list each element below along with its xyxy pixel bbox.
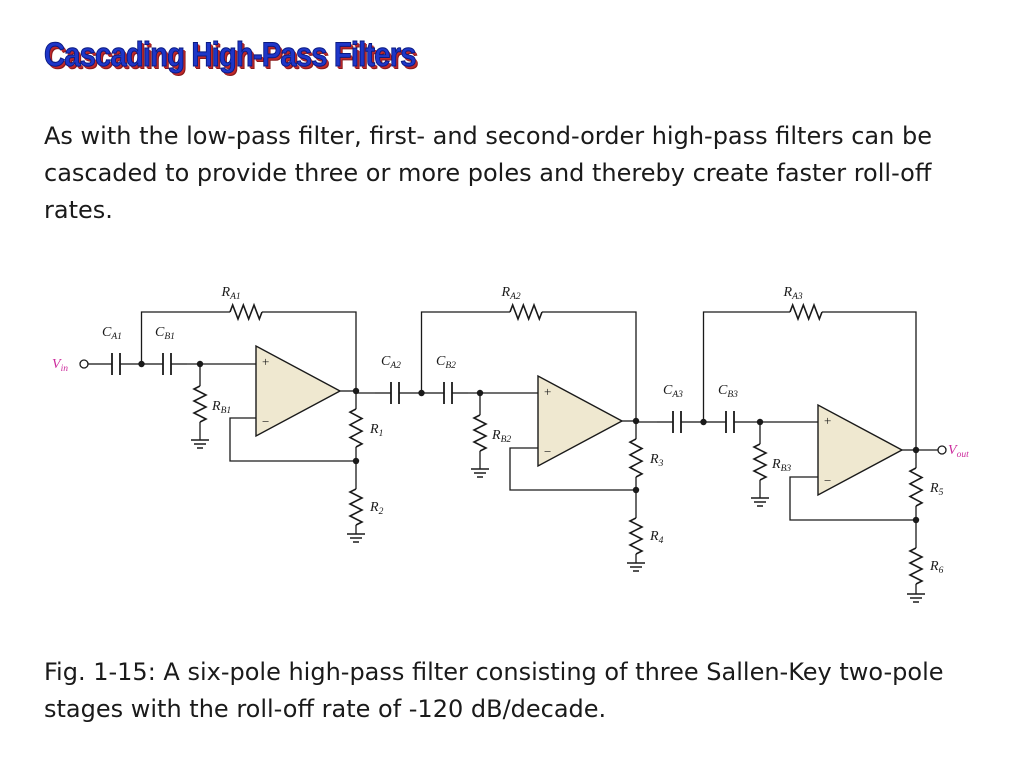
vin-label: Vin bbox=[52, 357, 68, 374]
junction-dot bbox=[632, 486, 640, 494]
wire bbox=[420, 311, 510, 393]
resistor-ra2 bbox=[509, 302, 543, 322]
op-amp-minus-sign: − bbox=[544, 444, 551, 459]
junction-dot bbox=[912, 446, 920, 454]
label-cb1: CB1 bbox=[155, 325, 175, 342]
resistor-rb1 bbox=[192, 385, 208, 423]
wire bbox=[822, 311, 917, 450]
circuit-wires bbox=[88, 311, 938, 594]
resistor-rb2 bbox=[472, 414, 488, 452]
op-amp-plus-sign: + bbox=[824, 413, 831, 428]
intro-paragraph: As with the low-pass filter, first- and … bbox=[44, 122, 932, 224]
junction-dot bbox=[138, 360, 145, 368]
wire bbox=[702, 311, 790, 422]
junction-dot bbox=[196, 360, 204, 368]
wire bbox=[542, 311, 637, 421]
resistor-r4 bbox=[628, 517, 644, 555]
label-ra3: RA3 bbox=[783, 285, 803, 302]
wire bbox=[229, 417, 356, 462]
wire bbox=[140, 311, 230, 364]
op-amp-2 bbox=[537, 374, 624, 468]
slide-title: Cascading High-Pass Filters bbox=[44, 36, 417, 75]
junction-dot bbox=[632, 417, 640, 425]
label-rb2: RB2 bbox=[491, 428, 511, 445]
resistor-r6 bbox=[908, 547, 924, 585]
op-amp-plus-sign: + bbox=[544, 384, 551, 399]
junction-dot bbox=[912, 516, 920, 524]
label-ca2: CA2 bbox=[381, 354, 401, 371]
label-cb3: CB3 bbox=[718, 383, 738, 400]
label-r5: R5 bbox=[929, 481, 944, 498]
op-amp-plus-sign: + bbox=[262, 354, 269, 369]
junction-dot bbox=[352, 387, 360, 395]
junction-dot bbox=[700, 418, 707, 426]
label-ca1: CA1 bbox=[102, 325, 122, 342]
label-ca3: CA3 bbox=[663, 383, 683, 400]
junction-dot bbox=[418, 389, 425, 397]
resistor-r3 bbox=[628, 438, 644, 478]
op-amp-minus-sign: − bbox=[824, 473, 831, 488]
resistor-ra3 bbox=[789, 302, 823, 322]
figure-caption: Fig. 1-15: A six-pole high-pass filter c… bbox=[44, 658, 944, 723]
junction-dot bbox=[352, 457, 360, 465]
op-amp-minus-sign: − bbox=[262, 414, 269, 429]
op-amp-3 bbox=[817, 403, 904, 497]
label-r3: R3 bbox=[649, 452, 664, 469]
resistor-r1 bbox=[348, 408, 364, 448]
vout-label: Vout bbox=[948, 443, 969, 460]
circuit-components bbox=[79, 302, 947, 603]
resistor-r2 bbox=[348, 488, 364, 526]
label-cb2: CB2 bbox=[436, 354, 456, 371]
wire bbox=[789, 476, 916, 521]
resistor-r5 bbox=[908, 467, 924, 507]
label-rb1: RB1 bbox=[211, 399, 231, 416]
junction-dot bbox=[476, 389, 484, 397]
label-r2: R2 bbox=[369, 500, 384, 517]
label-ra1: RA1 bbox=[221, 285, 241, 302]
label-ra2: RA2 bbox=[501, 285, 521, 302]
resistor-rb3 bbox=[752, 443, 768, 481]
wire bbox=[509, 447, 636, 491]
output-terminal bbox=[937, 445, 947, 455]
label-r4: R4 bbox=[649, 529, 664, 546]
resistor-ra1 bbox=[229, 302, 263, 322]
label-r1: R1 bbox=[369, 422, 383, 439]
label-r6: R6 bbox=[929, 559, 944, 576]
wire bbox=[262, 311, 357, 391]
input-terminal bbox=[79, 359, 89, 369]
op-amp-1 bbox=[255, 344, 342, 438]
junction-dot bbox=[756, 418, 764, 426]
label-rb3: RB3 bbox=[771, 457, 791, 474]
